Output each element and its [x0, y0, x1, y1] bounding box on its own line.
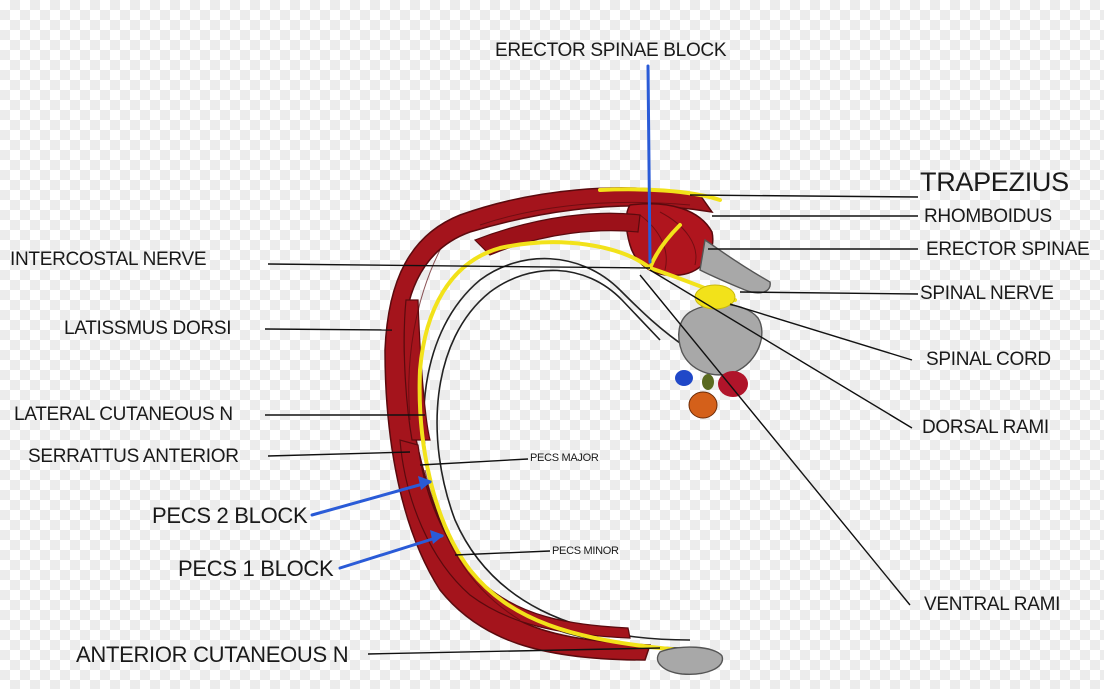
- label-latissmus-dorsi: LATISSMUS DORSI: [64, 318, 231, 340]
- label-dorsal-rami: DORSAL RAMI: [922, 417, 1049, 439]
- label-pecs-minor: PECS MINOR: [552, 545, 619, 557]
- label-lateral-cutaneous-n: LATERAL CUTANEOUS N: [14, 404, 233, 426]
- label-trapezius: TRAPEZIUS: [920, 167, 1069, 198]
- label-rhomboidus: RHOMBOIDUS: [924, 206, 1052, 228]
- label-intercostal-nerve: INTERCOSTAL NERVE: [10, 249, 206, 271]
- label-pecs-major: PECS MAJOR: [530, 452, 599, 464]
- vessel-green: [702, 374, 714, 390]
- spinal-cord-yellow: [695, 285, 735, 309]
- label-ventral-rami: VENTRAL RAMI: [924, 594, 1060, 616]
- label-pecs-1-block: PECS 1 BLOCK: [178, 556, 333, 582]
- vessel-orange: [689, 392, 717, 418]
- block-needles: [312, 66, 650, 568]
- label-erector-spinae: ERECTOR SPINAE: [926, 239, 1089, 261]
- label-pecs-2-block: PECS 2 BLOCK: [152, 503, 307, 529]
- title-erector-spinae-block: ERECTOR SPINAE BLOCK: [495, 40, 726, 62]
- label-anterior-cutaneous-n: ANTERIOR CUTANEOUS N: [76, 642, 348, 668]
- leader-lines: [265, 195, 918, 654]
- vessel-blue: [675, 370, 693, 386]
- label-spinal-cord: SPINAL CORD: [926, 349, 1051, 371]
- label-spinal-nerve: SPINAL NERVE: [920, 283, 1054, 305]
- label-serrattus-anterior: SERRATTUS ANTERIOR: [28, 446, 239, 468]
